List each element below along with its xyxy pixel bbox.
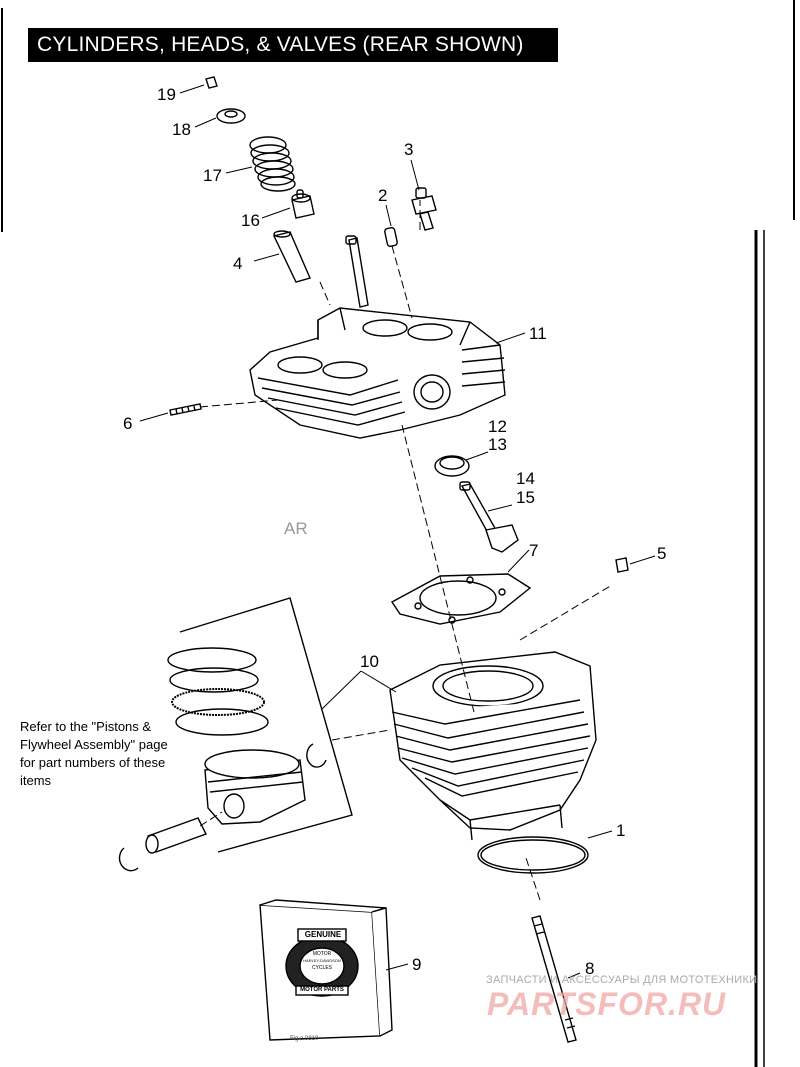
view-label: AR xyxy=(284,519,308,538)
circlip-part xyxy=(306,743,327,768)
callout-4: 4 xyxy=(233,254,243,273)
spring-retainer-part xyxy=(216,108,246,124)
callout-19: 19 xyxy=(157,85,176,104)
reference-note: Refer to the "Pistons & Flywheel Assembl… xyxy=(20,719,168,788)
callout-6: 6 xyxy=(123,414,133,433)
valve-guide-part xyxy=(272,230,311,283)
gasket-kit-box xyxy=(259,899,393,1041)
piston-part xyxy=(204,749,306,825)
head-stud-part xyxy=(169,403,202,416)
watermark-site: PARTSFOR.RU xyxy=(487,986,727,1022)
figure-id: Fig o 0810 xyxy=(290,1036,319,1042)
diagram-title: CYLINDERS, HEADS, & VALVES (REAR SHOWN) xyxy=(28,28,558,62)
head-gasket-part xyxy=(390,573,532,625)
dowel-pin-part xyxy=(384,227,398,247)
valve-seal-part xyxy=(291,189,315,219)
locating-dowel-part xyxy=(615,557,629,573)
callout-13: 13 xyxy=(488,435,507,454)
piston-rings-part xyxy=(167,647,269,736)
box-label-hd: HARLEY-DAVIDSON xyxy=(303,958,341,963)
box-label-cycles: CYCLES xyxy=(311,965,332,971)
callout-12: 12 xyxy=(488,417,507,436)
valve-spring-part xyxy=(249,136,296,192)
callout-2: 2 xyxy=(378,186,388,205)
callout-10: 10 xyxy=(360,652,379,671)
exhaust-valve-part xyxy=(459,481,519,553)
callout-16: 16 xyxy=(241,211,260,230)
head-bolt-part xyxy=(411,187,437,231)
callout-9: 9 xyxy=(412,955,422,974)
cylinder-stud-part xyxy=(531,915,577,1043)
callout-1: 1 xyxy=(616,821,626,840)
callout-8: 8 xyxy=(585,959,595,978)
box-label-motor-parts: MOTOR PARTS xyxy=(300,987,344,993)
valve-keeper-part xyxy=(205,76,218,89)
cylinder-part xyxy=(389,651,597,841)
center-lines xyxy=(199,200,613,901)
callout-3: 3 xyxy=(404,140,414,159)
leader-lines xyxy=(139,84,656,979)
box-label-motor: MOTOR xyxy=(312,951,332,957)
callout-15: 15 xyxy=(516,488,535,507)
piston-group-bracket xyxy=(179,597,353,853)
watermark-tagline: ЗАПЧАСТИ И АКСЕССУАРЫ ДЛЯ МОТОТЕХНИКИ xyxy=(486,974,758,986)
callout-5: 5 xyxy=(657,544,667,563)
intake-valve-part xyxy=(345,235,369,308)
cylinder-head-part xyxy=(249,307,506,439)
o-ring-part xyxy=(477,836,589,874)
callout-17: 17 xyxy=(203,166,222,185)
valve-seat-part xyxy=(434,455,470,477)
callout-11: 11 xyxy=(529,324,547,343)
circlip-part-2 xyxy=(118,847,139,872)
callout-14: 14 xyxy=(516,469,535,488)
callout-7: 7 xyxy=(529,541,539,560)
callout-18: 18 xyxy=(172,120,191,139)
wrist-pin-part xyxy=(145,817,207,854)
box-label-genuine: GENUINE xyxy=(304,930,342,939)
